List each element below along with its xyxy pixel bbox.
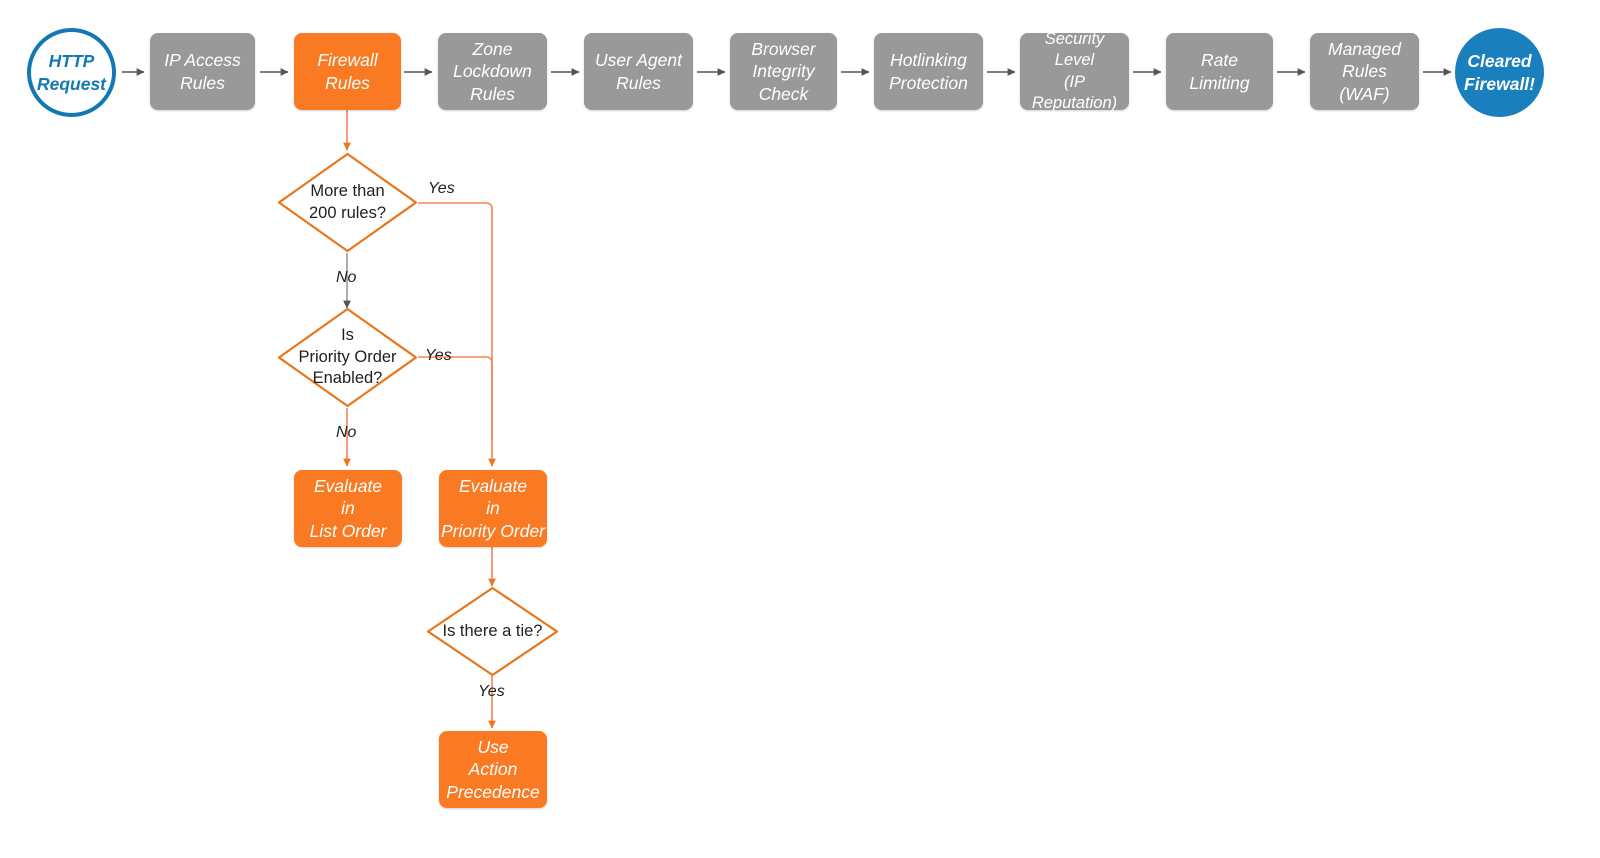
node-browser-integrity-check[interactable]: Browser Integrity Check [730, 33, 837, 110]
node-firewall-rules[interactable]: Firewall Rules [294, 33, 401, 110]
edge-label-yes-more-than-200-rules: Yes [428, 180, 455, 197]
edge-label-yes-priority-order-enabled: Yes [425, 347, 452, 364]
decision-label: Is there a tie? [442, 621, 543, 640]
node-user-agent-rules[interactable]: User Agent Rules [584, 33, 693, 110]
edge-label-yes-is-there-a-tie: Yes [478, 683, 505, 700]
decision-more-than-200-rules[interactable]: More than 200 rules? [277, 152, 418, 253]
node-evaluate-priority-order[interactable]: Evaluate in Priority Order [439, 470, 547, 547]
node-use-action-precedence[interactable]: Use Action Precedence [439, 731, 547, 808]
diamond-shape [277, 152, 418, 253]
decision-label: Is Priority Order Enabled? [298, 326, 397, 388]
diamond-shape [426, 586, 559, 677]
node-http-request[interactable]: HTTP Request [27, 28, 116, 117]
node-zone-lockdown-rules[interactable]: Zone Lockdown Rules [438, 33, 547, 110]
node-rate-limiting[interactable]: Rate Limiting [1166, 33, 1273, 110]
edge-label-no-priority-order-enabled: No [336, 424, 357, 441]
node-cleared-firewall[interactable]: Cleared Firewall! [1455, 28, 1544, 117]
decision-is-there-a-tie[interactable]: Is there a tie? [426, 586, 559, 677]
node-managed-rules-waf[interactable]: Managed Rules (WAF) [1310, 33, 1419, 110]
edge-label-no-more-than-200-rules: No [336, 269, 357, 286]
node-evaluate-list-order[interactable]: Evaluate in List Order [294, 470, 402, 547]
diamond-shape [277, 307, 418, 408]
decision-label: More than 200 rules? [308, 182, 387, 222]
decision-is-priority-order-enabled[interactable]: Is Priority Order Enabled? [277, 307, 418, 408]
node-hotlinking-protection[interactable]: Hotlinking Protection [874, 33, 983, 110]
node-security-level[interactable]: Security Level (IP Reputation) [1020, 30, 1129, 112]
node-ip-access-rules[interactable]: IP Access Rules [150, 33, 255, 110]
